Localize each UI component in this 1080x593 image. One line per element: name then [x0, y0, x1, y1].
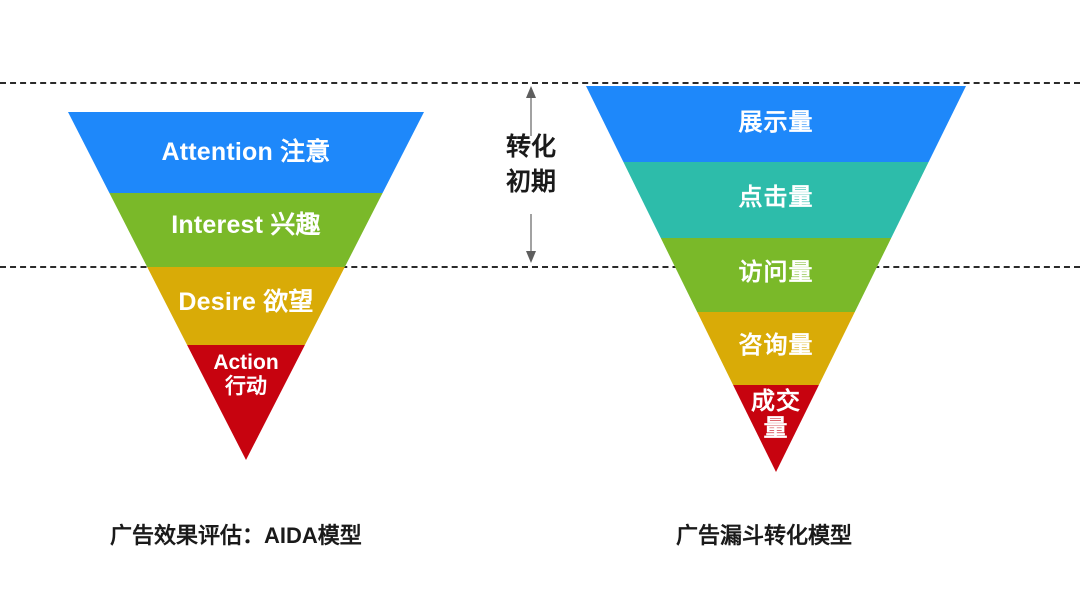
caption-aida-funnel: 广告效果评估：AIDA模型 — [110, 523, 362, 548]
funnel-band-interest — [109, 193, 383, 267]
funnel-band-clicks — [623, 162, 929, 238]
caption-conversion-funnel: 广告漏斗转化模型 — [676, 523, 853, 548]
funnel-band-desire — [147, 267, 345, 345]
conversion-stage-annotation: 转化 初期 — [476, 82, 586, 267]
conversion-funnel: 展示量 点击量 访问量 咨询量 成交 量 — [586, 86, 966, 472]
annotation-text: 转化 初期 — [505, 133, 556, 196]
funnel-band-attention — [68, 112, 424, 193]
aida-funnel: Attention 注意 Interest 兴趣 Desire 欲望 Actio… — [68, 112, 424, 460]
funnel-band-visits — [660, 238, 892, 312]
funnel-band-impressions — [586, 86, 966, 162]
dashed-guide-middle — [0, 266, 1080, 268]
dashed-guide-top — [0, 82, 1080, 84]
funnel-band-inquiries — [697, 312, 855, 385]
funnel-band-transactions — [733, 385, 819, 472]
funnel-band-action — [187, 345, 305, 460]
double-arrow-icon — [490, 86, 572, 263]
